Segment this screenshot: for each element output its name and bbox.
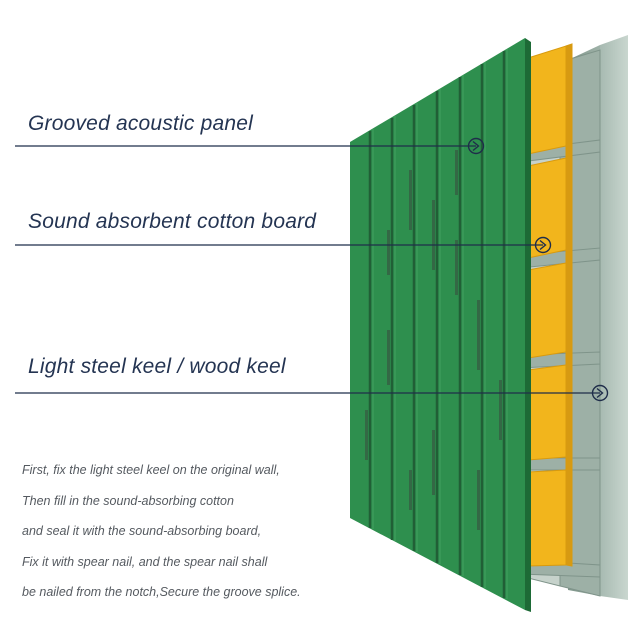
label-light-steel-keel: Light steel keel / wood keel: [28, 355, 286, 378]
panel-perforations: [365, 150, 502, 530]
arrow-circle-icon: [591, 384, 609, 402]
installation-description: First, fix the light steel keel on the o…: [22, 455, 402, 608]
arrow-circle-icon: [467, 137, 485, 155]
leader-lines: [15, 145, 600, 394]
label-sound-absorbent-cotton-board: Sound absorbent cotton board: [28, 210, 317, 233]
description-line: First, fix the light steel keel on the o…: [22, 463, 280, 477]
cotton-board: [527, 43, 573, 567]
label-grooved-acoustic-panel: Grooved acoustic panel: [28, 112, 254, 135]
arrow-circle-icon: [534, 236, 552, 254]
description-line: Then fill in the sound-absorbing cotton: [22, 493, 234, 508]
description-line: be nailed from the notch,Secure the groo…: [22, 585, 301, 599]
grooved-acoustic-panel: [350, 38, 531, 612]
description-line: Fix it with spear nail, and the spear na…: [22, 554, 268, 569]
description-line: and seal it with the sound-absorbing boa…: [22, 524, 262, 538]
